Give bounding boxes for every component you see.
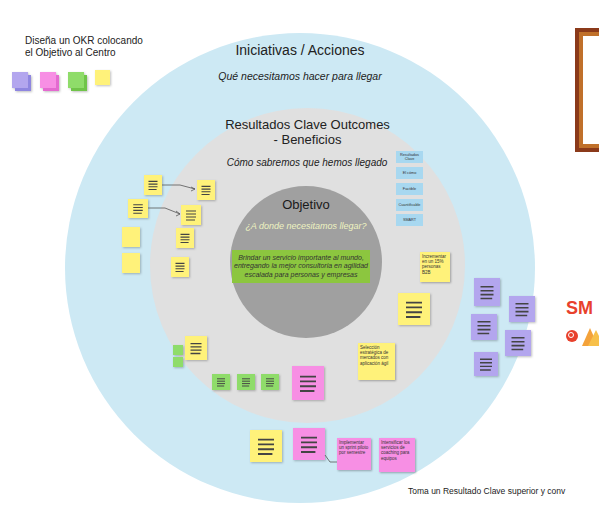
node-heading: Incrementar en un 15% personas B2B xyxy=(422,254,448,275)
node-heading: Intensificar los servicios de coaching p… xyxy=(381,440,413,461)
criteria-tag: Factible xyxy=(396,183,423,195)
picture-frame xyxy=(575,28,599,152)
node-heading: Selección estratégica de mercados con ap… xyxy=(360,345,393,366)
node-heading: Iniciativas / Acciones xyxy=(150,42,450,58)
node-subtitle: ¿A donde necesitamos llegar? xyxy=(236,221,376,231)
smart-logo: SM xyxy=(566,298,593,319)
node-subtitle: Qué necesitamos hacer para llegar xyxy=(150,70,450,82)
ring-fill xyxy=(230,186,382,338)
node-heading: Cuantificable xyxy=(396,199,423,211)
node-heading: Resultados Clave xyxy=(396,151,423,163)
criteria-tag: El cómo xyxy=(396,167,423,179)
node-heading: Factible xyxy=(396,183,423,195)
criteria-tag: Resultados Clave xyxy=(396,151,423,163)
objective-statement: Brindar un servicio importante al mundo,… xyxy=(232,250,370,283)
initiatives-ring: Iniciativas / AccionesQué necesitamos ha… xyxy=(65,33,535,503)
objective-circle: Objetivo ¿A donde necesitamos llegar? Brin… xyxy=(230,186,382,338)
node-heading: Objetivo xyxy=(236,198,376,213)
sticky-palette xyxy=(12,70,110,91)
node-subtitle: Cómo sabremos que hemos llegado xyxy=(207,157,407,169)
sticky-note: Selección estratégica de mercados con ap… xyxy=(358,343,395,380)
criteria-tag: Cuantificable xyxy=(396,199,423,211)
criteria-tag: SMART xyxy=(396,214,423,226)
sticky-note: Incrementar en un 15% personas B2B xyxy=(420,252,450,282)
sticky-note: Implementar un sprint piloto por semestr… xyxy=(337,438,371,470)
node-heading: Brindar un servicio importante al mundo,… xyxy=(234,250,368,283)
node-heading: El cómo xyxy=(396,167,423,179)
ring-fill xyxy=(65,33,535,503)
smart-icons xyxy=(566,328,599,346)
node-heading: Resultados Clave Outcomes - Beneficios xyxy=(222,118,393,148)
instruction-note: Toma un Resultado Clave superior y conv xyxy=(408,486,565,496)
ring-fill xyxy=(150,108,465,423)
node-heading: SMART xyxy=(396,214,423,226)
key-results-ring: Resultados Clave Outcomes - BeneficiosCó… xyxy=(150,108,465,423)
page-title: Diseña un OKR colocando el Objetivo al C… xyxy=(25,35,153,59)
sticky-note: Intensificar los servicios de coaching p… xyxy=(379,438,415,472)
node-heading: Implementar un sprint piloto por semestr… xyxy=(339,440,369,456)
